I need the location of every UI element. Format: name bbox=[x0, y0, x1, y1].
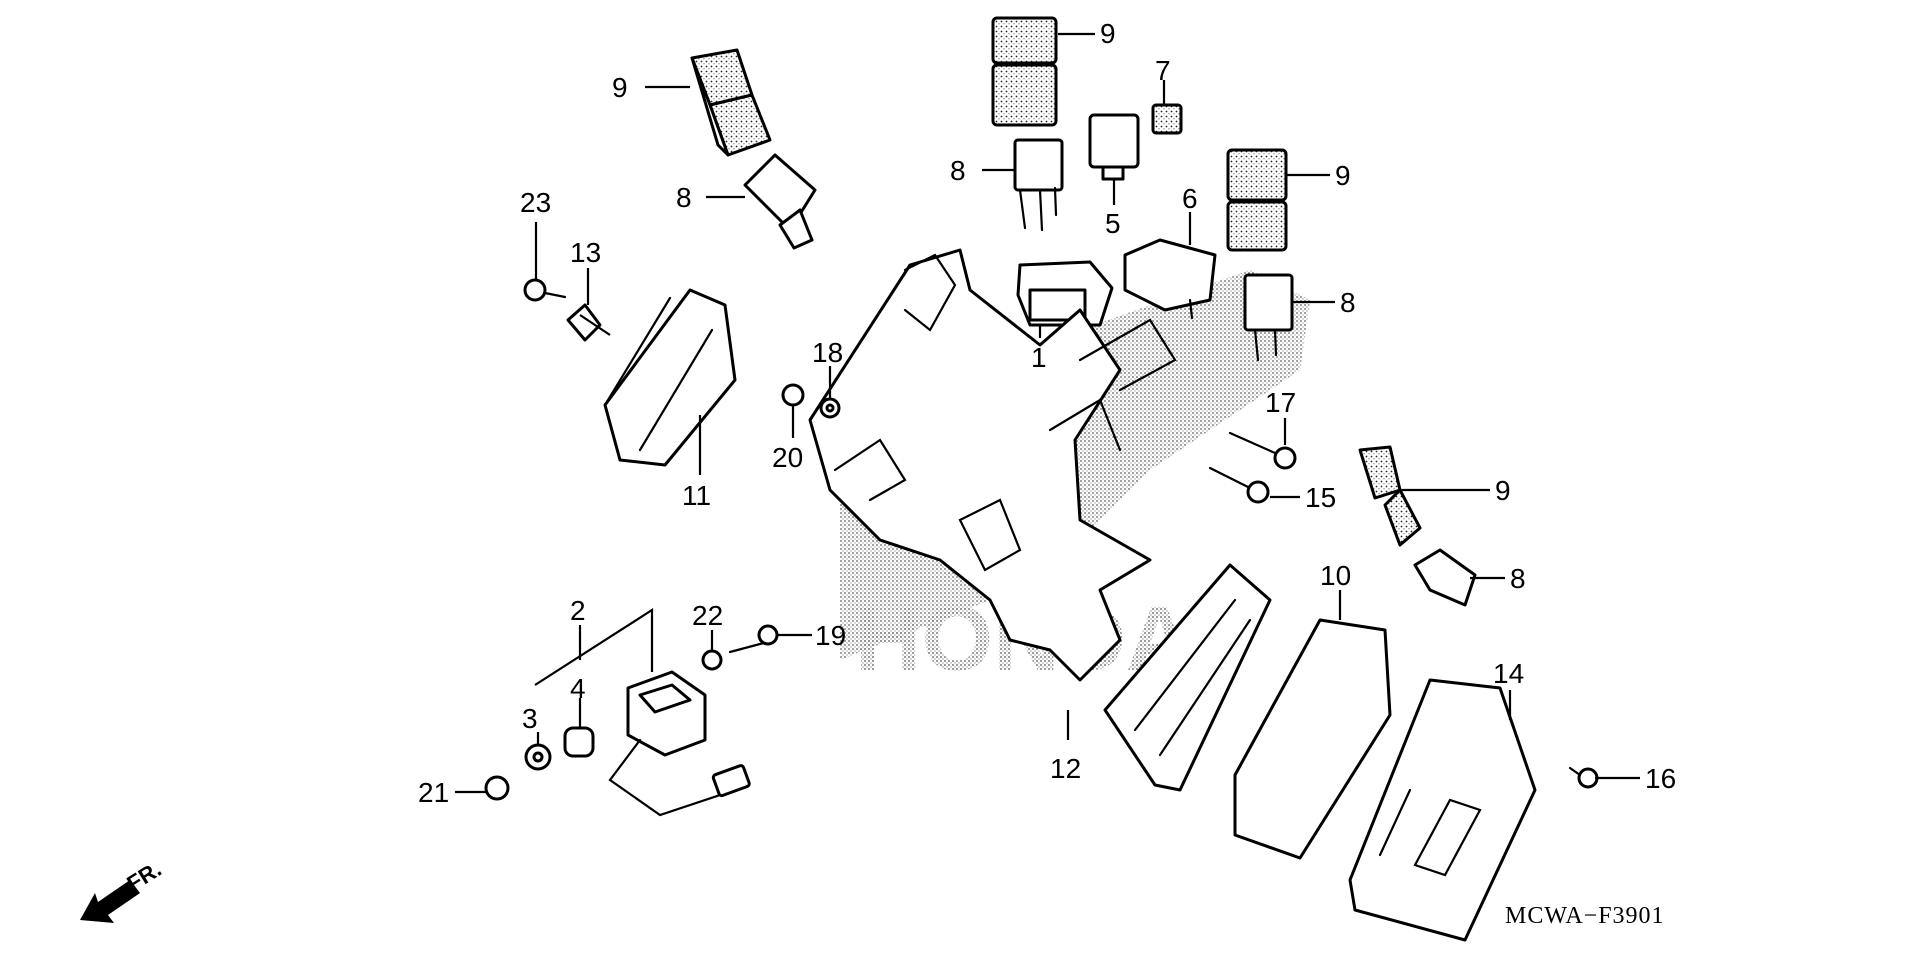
diagram-code: MCWA−F3901 bbox=[1505, 903, 1665, 929]
callout-20: 20 bbox=[772, 442, 803, 473]
relay-8-top-right bbox=[1243, 273, 1294, 362]
clip-14 bbox=[566, 303, 602, 342]
washer-3 bbox=[524, 743, 552, 771]
nut-21 bbox=[484, 775, 510, 801]
callout-2: 2 bbox=[570, 595, 586, 626]
callout-9-top-right: 9 bbox=[1335, 160, 1351, 191]
relay-block-top-left bbox=[690, 48, 772, 157]
main-frame-12 bbox=[808, 248, 1177, 682]
callout-3: 3 bbox=[522, 703, 538, 734]
callout-11: 11 bbox=[682, 480, 711, 511]
callout-8-top-middle: 8 bbox=[950, 155, 966, 186]
callout-12: 12 bbox=[1050, 753, 1081, 784]
bolt-17 bbox=[1228, 431, 1297, 470]
callout-15: 15 bbox=[1305, 482, 1336, 513]
relay-block-top-right bbox=[1226, 148, 1288, 252]
callout-8-top-right: 8 bbox=[1340, 287, 1356, 318]
relay-7 bbox=[1151, 103, 1183, 135]
bolt-15 bbox=[1208, 466, 1270, 504]
relay-block-right bbox=[1358, 445, 1422, 547]
relay-block-top-middle bbox=[991, 16, 1058, 127]
callout-7: 7 bbox=[1155, 55, 1171, 86]
bolt-19 bbox=[728, 624, 779, 654]
callout-18: 18 bbox=[812, 337, 843, 368]
grommet-4 bbox=[563, 726, 595, 758]
washer-18 bbox=[819, 397, 841, 419]
callout-22: 22 bbox=[692, 600, 723, 631]
callout-5: 5 bbox=[1105, 208, 1121, 239]
regulator-2 bbox=[608, 670, 751, 817]
callout-8-right: 8 bbox=[1510, 563, 1526, 594]
callout-4: 4 bbox=[570, 673, 586, 704]
callout-19: 19 bbox=[815, 620, 846, 651]
control-unit-11 bbox=[603, 288, 737, 467]
bracket-12-front bbox=[1103, 563, 1272, 792]
callout-9-top-left: 9 bbox=[612, 72, 628, 103]
callout-21: 21 bbox=[418, 777, 449, 808]
callout-16: 16 bbox=[1645, 763, 1676, 794]
relay-5 bbox=[1088, 113, 1140, 181]
callout-9-top-middle: 9 bbox=[1100, 18, 1116, 49]
screw-16 bbox=[1568, 766, 1599, 789]
part-1 bbox=[1016, 260, 1114, 327]
callout-23: 23 bbox=[520, 187, 551, 218]
fuse-box-13 bbox=[1348, 678, 1537, 942]
callout-13: 14 bbox=[1493, 658, 1524, 689]
relay-8-top-left bbox=[743, 153, 817, 250]
part-6 bbox=[1123, 238, 1217, 320]
callout-17: 17 bbox=[1265, 387, 1296, 418]
nut-20 bbox=[781, 383, 805, 407]
callout-8-top-left: 8 bbox=[676, 182, 692, 213]
control-unit-10 bbox=[1233, 618, 1392, 860]
callout-10: 10 bbox=[1320, 560, 1351, 591]
washer-22 bbox=[701, 649, 723, 671]
callout-labels: 9 8 9 8 7 5 6 1 9 8 9 8 23 13 11 18 20 1… bbox=[418, 18, 1676, 808]
leader-lines bbox=[455, 32, 1640, 794]
callout-9-right: 9 bbox=[1495, 475, 1511, 506]
relay-8-top-middle bbox=[1013, 138, 1064, 232]
callout-14: 13 bbox=[570, 237, 601, 268]
bolt-23 bbox=[523, 278, 567, 302]
direction-arrow-icon: FR. bbox=[80, 856, 166, 923]
callout-6: 6 bbox=[1182, 183, 1198, 214]
callout-1: 1 bbox=[1031, 342, 1047, 373]
relay-8-right bbox=[1413, 548, 1477, 607]
